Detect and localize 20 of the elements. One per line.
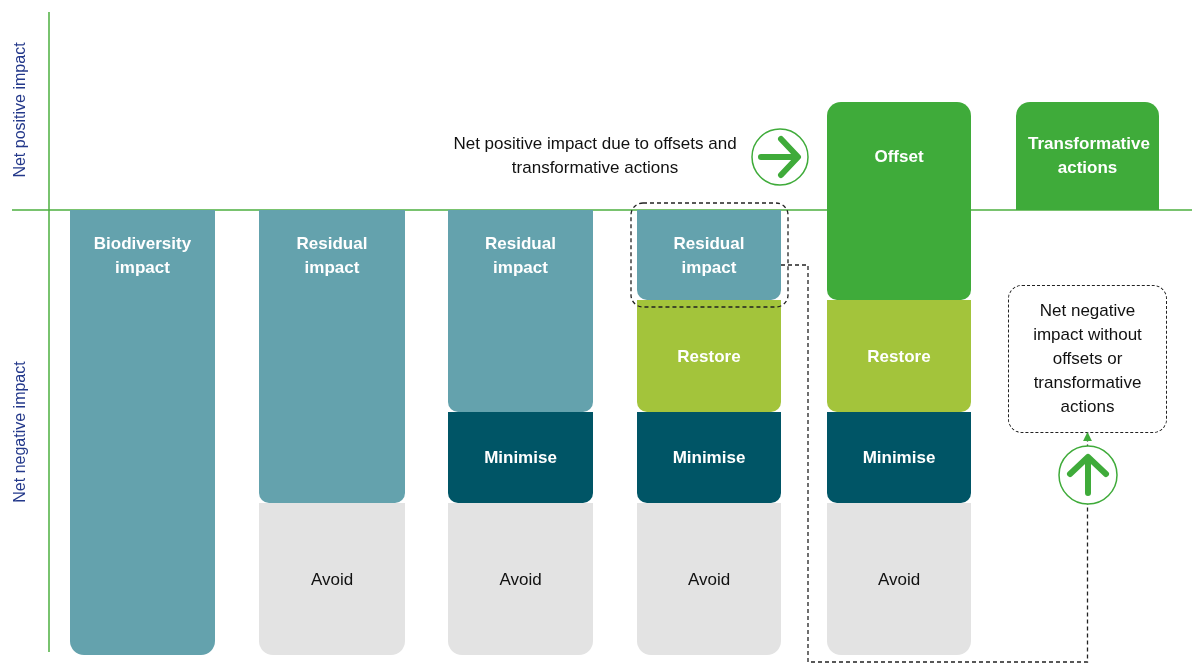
mitigation-block: Avoid bbox=[637, 503, 781, 655]
mitigation-block: Restore bbox=[827, 300, 971, 412]
offset-block: Offset bbox=[827, 102, 971, 300]
impact-block: Residual impact bbox=[448, 210, 593, 412]
axis-label: Net negative impact bbox=[10, 361, 29, 503]
mitigation-block: Minimise bbox=[637, 412, 781, 503]
mitigation-block: Avoid bbox=[448, 503, 593, 655]
impact-block: Residual impact bbox=[637, 210, 781, 300]
mitigation-block: Minimise bbox=[448, 412, 593, 503]
mitigation-block: Minimise bbox=[827, 412, 971, 503]
mitigation-block: Avoid bbox=[259, 503, 405, 655]
dashed-connector bbox=[780, 264, 1093, 663]
axis-label: Net positive impact bbox=[10, 42, 29, 178]
mitigation-block: Restore bbox=[637, 300, 781, 412]
impact-block: Residual impact bbox=[259, 210, 405, 503]
mitigation-block: Avoid bbox=[827, 503, 971, 655]
annotation-text: Net positive impact due to offsets and transformative actions bbox=[440, 132, 750, 182]
action-block: Transformative actions bbox=[1016, 102, 1159, 210]
dashed-note-box: Net negative impact without offsets or transformative actions bbox=[1008, 285, 1167, 433]
impact-bar: Biodiversity impact bbox=[70, 210, 215, 655]
